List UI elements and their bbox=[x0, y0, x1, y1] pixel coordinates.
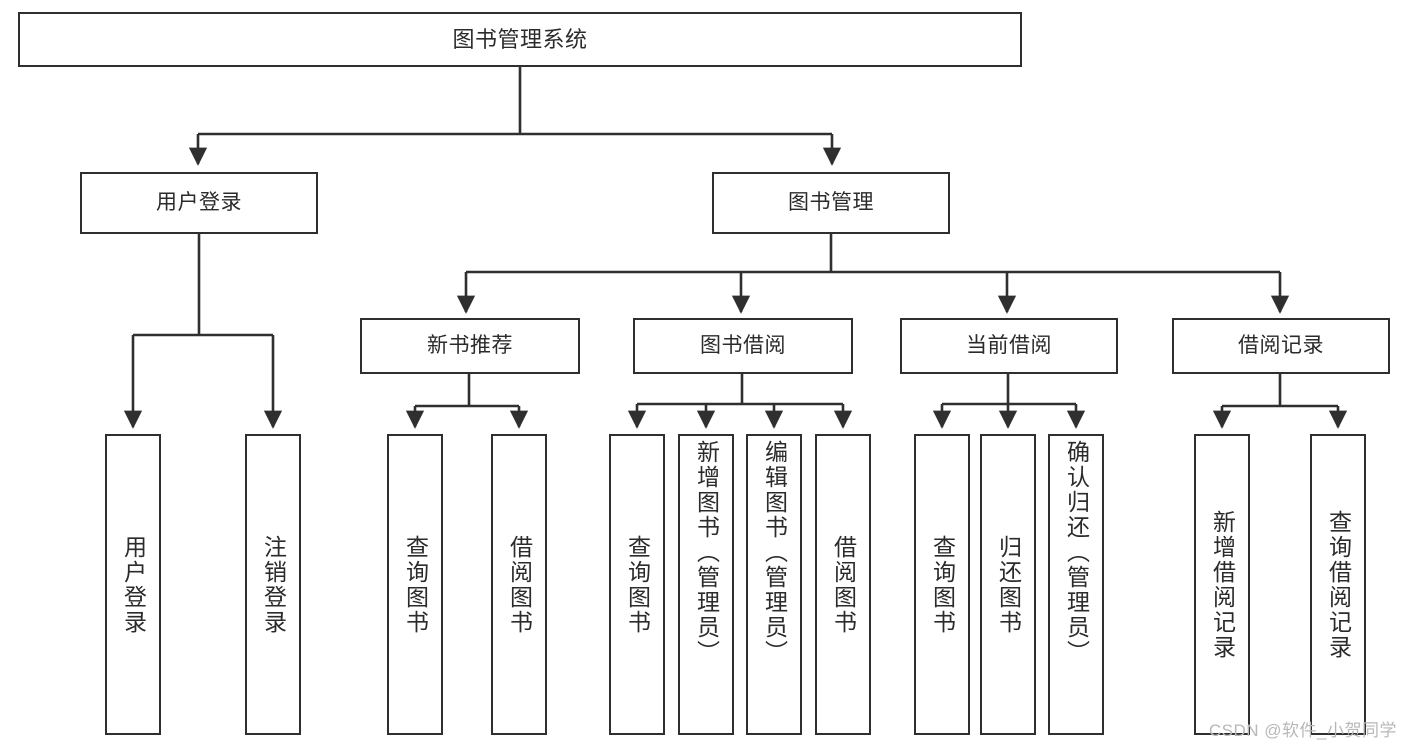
leaf-current-return-books[interactable]: 归还图书 bbox=[980, 434, 1036, 735]
leaf-borrow-query-books[interactable]: 查询图书 bbox=[609, 434, 665, 735]
node-label: 编辑图书（管理员） bbox=[761, 440, 788, 665]
node-label: 确认归还（管理员） bbox=[1063, 440, 1090, 665]
leaf-current-query-books[interactable]: 查询图书 bbox=[914, 434, 970, 735]
node-user-login[interactable]: 用户登录 bbox=[80, 172, 318, 234]
leaf-borrow-edit-book-admin[interactable]: 编辑图书（管理员） bbox=[746, 434, 802, 735]
leaf-borrow-add-book-admin[interactable]: 新增图书（管理员） bbox=[678, 434, 734, 735]
node-label: 图书借阅 bbox=[700, 333, 786, 357]
node-current-borrowing[interactable]: 当前借阅 bbox=[900, 318, 1118, 374]
node-label: 用户登录 bbox=[156, 190, 242, 214]
node-label: 图书管理 bbox=[788, 190, 874, 214]
leaf-current-confirm-return-admin[interactable]: 确认归还（管理员） bbox=[1048, 434, 1104, 735]
node-label: 查询借阅记录 bbox=[1325, 509, 1352, 660]
node-label: 借阅图书 bbox=[830, 534, 857, 635]
leaf-new-book-borrow-books[interactable]: 借阅图书 bbox=[491, 434, 547, 735]
leaf-user-login-logout[interactable]: 注销登录 bbox=[245, 434, 301, 735]
node-label: 新增图书（管理员） bbox=[693, 440, 720, 665]
node-new-book-recommendation[interactable]: 新书推荐 bbox=[360, 318, 580, 374]
node-label: 查询图书 bbox=[929, 534, 956, 635]
node-borrowing-records[interactable]: 借阅记录 bbox=[1172, 318, 1390, 374]
leaf-records-query-record[interactable]: 查询借阅记录 bbox=[1310, 434, 1366, 735]
node-root-book-management-system[interactable]: 图书管理系统 bbox=[18, 12, 1022, 67]
node-book-management[interactable]: 图书管理 bbox=[712, 172, 950, 234]
node-label: 借阅记录 bbox=[1238, 333, 1324, 357]
node-label: 查询图书 bbox=[402, 534, 429, 635]
node-label: 当前借阅 bbox=[966, 333, 1052, 357]
leaf-user-login-login[interactable]: 用户登录 bbox=[105, 434, 161, 735]
node-label: 注销登录 bbox=[260, 534, 287, 635]
node-label: 借阅图书 bbox=[506, 534, 533, 635]
node-label: 归还图书 bbox=[995, 534, 1022, 635]
node-label: 查询图书 bbox=[624, 534, 651, 635]
node-label: 新增借阅记录 bbox=[1209, 509, 1236, 660]
node-label: 新书推荐 bbox=[427, 333, 513, 357]
leaf-borrow-borrow-books[interactable]: 借阅图书 bbox=[815, 434, 871, 735]
node-book-borrowing[interactable]: 图书借阅 bbox=[633, 318, 853, 374]
csdn-watermark: CSDN @软件_小贺同学 bbox=[1208, 721, 1397, 740]
leaf-new-book-query-books[interactable]: 查询图书 bbox=[387, 434, 443, 735]
node-label: 图书管理系统 bbox=[452, 26, 588, 52]
leaf-records-add-record[interactable]: 新增借阅记录 bbox=[1194, 434, 1250, 735]
node-label: 用户登录 bbox=[120, 534, 147, 635]
